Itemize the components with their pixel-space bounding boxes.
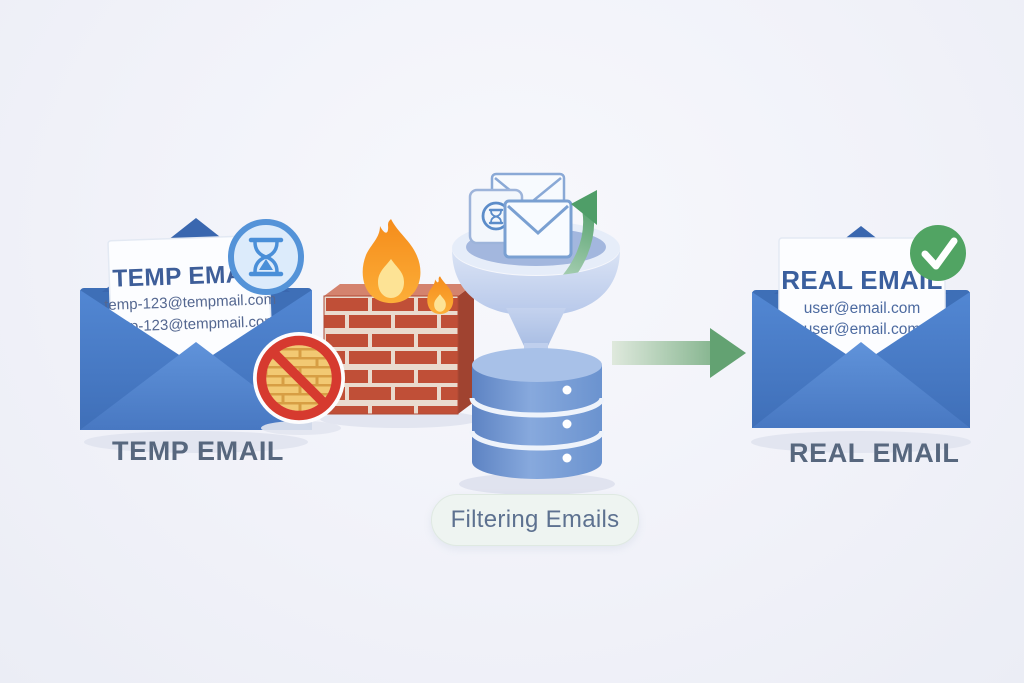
database-body xyxy=(472,365,602,479)
temp-letter-address-2: temp-123@tempmail.com xyxy=(105,313,277,336)
wall-front-face xyxy=(323,295,459,415)
real-letter-address-1: user@email.com xyxy=(804,300,921,317)
wall-side-face xyxy=(458,284,474,414)
real-letter-address-2: user@email.com xyxy=(804,321,921,338)
funnel-bowl xyxy=(452,249,620,316)
no-entry-bricks-icon xyxy=(253,332,345,435)
email-stack-icon xyxy=(468,172,573,259)
real-letter-title: REAL EMAIL xyxy=(781,265,942,295)
database-separator xyxy=(469,397,605,418)
database-separator xyxy=(469,430,605,451)
real-envelope: REAL EMAIL user@email.com user@email.com xyxy=(751,225,971,453)
real-envelope-front-fold xyxy=(752,342,970,428)
database-icon xyxy=(459,348,615,495)
funnel-cone xyxy=(506,308,566,346)
filtering-emails-label: Filtering Emails xyxy=(431,494,639,546)
temp-email-caption: TEMP EMAIL xyxy=(112,436,285,466)
brick-wall-flame-icon xyxy=(320,219,480,428)
real-email-caption: REAL EMAIL xyxy=(789,438,960,468)
database-top xyxy=(472,348,602,382)
incoming-envelope-front xyxy=(503,199,573,259)
temp-envelope-shadow xyxy=(84,431,308,453)
temp-envelope: TEMP EMAIL temp-123@tempmail.com temp-12… xyxy=(80,218,312,453)
right-arrow-icon xyxy=(612,328,746,378)
flame-icon xyxy=(362,219,421,304)
temp-envelope-front-fold xyxy=(80,342,312,430)
real-envelope-shadow xyxy=(751,431,971,453)
check-icon xyxy=(910,225,966,281)
hourglass-icon xyxy=(228,219,304,295)
temp-letter-address-1: temp-123@tempmail.com xyxy=(104,291,276,314)
funnel-icon xyxy=(452,172,620,371)
filtering-emails-text: Filtering Emails xyxy=(450,506,620,533)
small-flame-icon xyxy=(427,276,454,315)
